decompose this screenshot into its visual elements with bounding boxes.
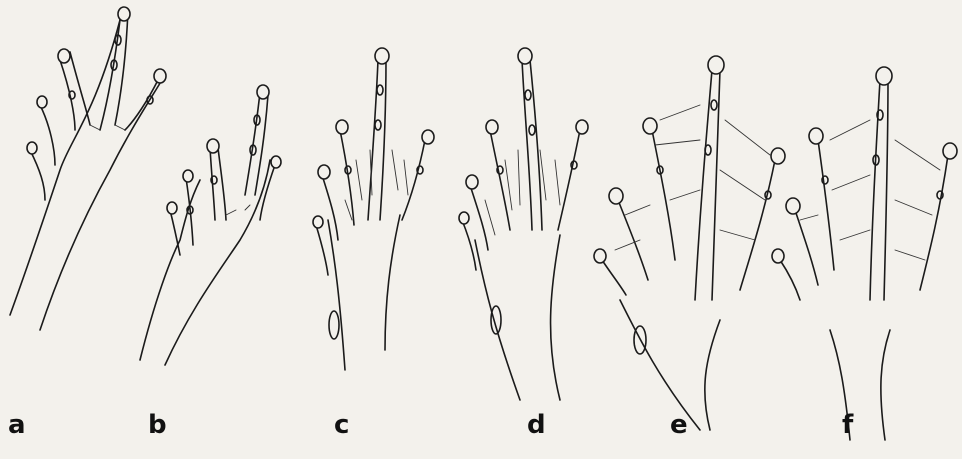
- foot-panel-e: [594, 56, 785, 430]
- panel-label-d: d: [527, 412, 546, 438]
- foot-panel-d: [459, 48, 588, 400]
- foot-panel-c: [313, 48, 434, 370]
- panel-label-f: f: [842, 412, 853, 438]
- foot-panel-f: [772, 67, 957, 440]
- panel-label-a: a: [8, 412, 26, 438]
- panel-label-e: e: [670, 412, 688, 438]
- foot-panel-b: [140, 85, 281, 365]
- foot-panel-a: [10, 7, 166, 330]
- panel-label-b: b: [148, 412, 167, 438]
- panel-label-c: c: [334, 412, 349, 438]
